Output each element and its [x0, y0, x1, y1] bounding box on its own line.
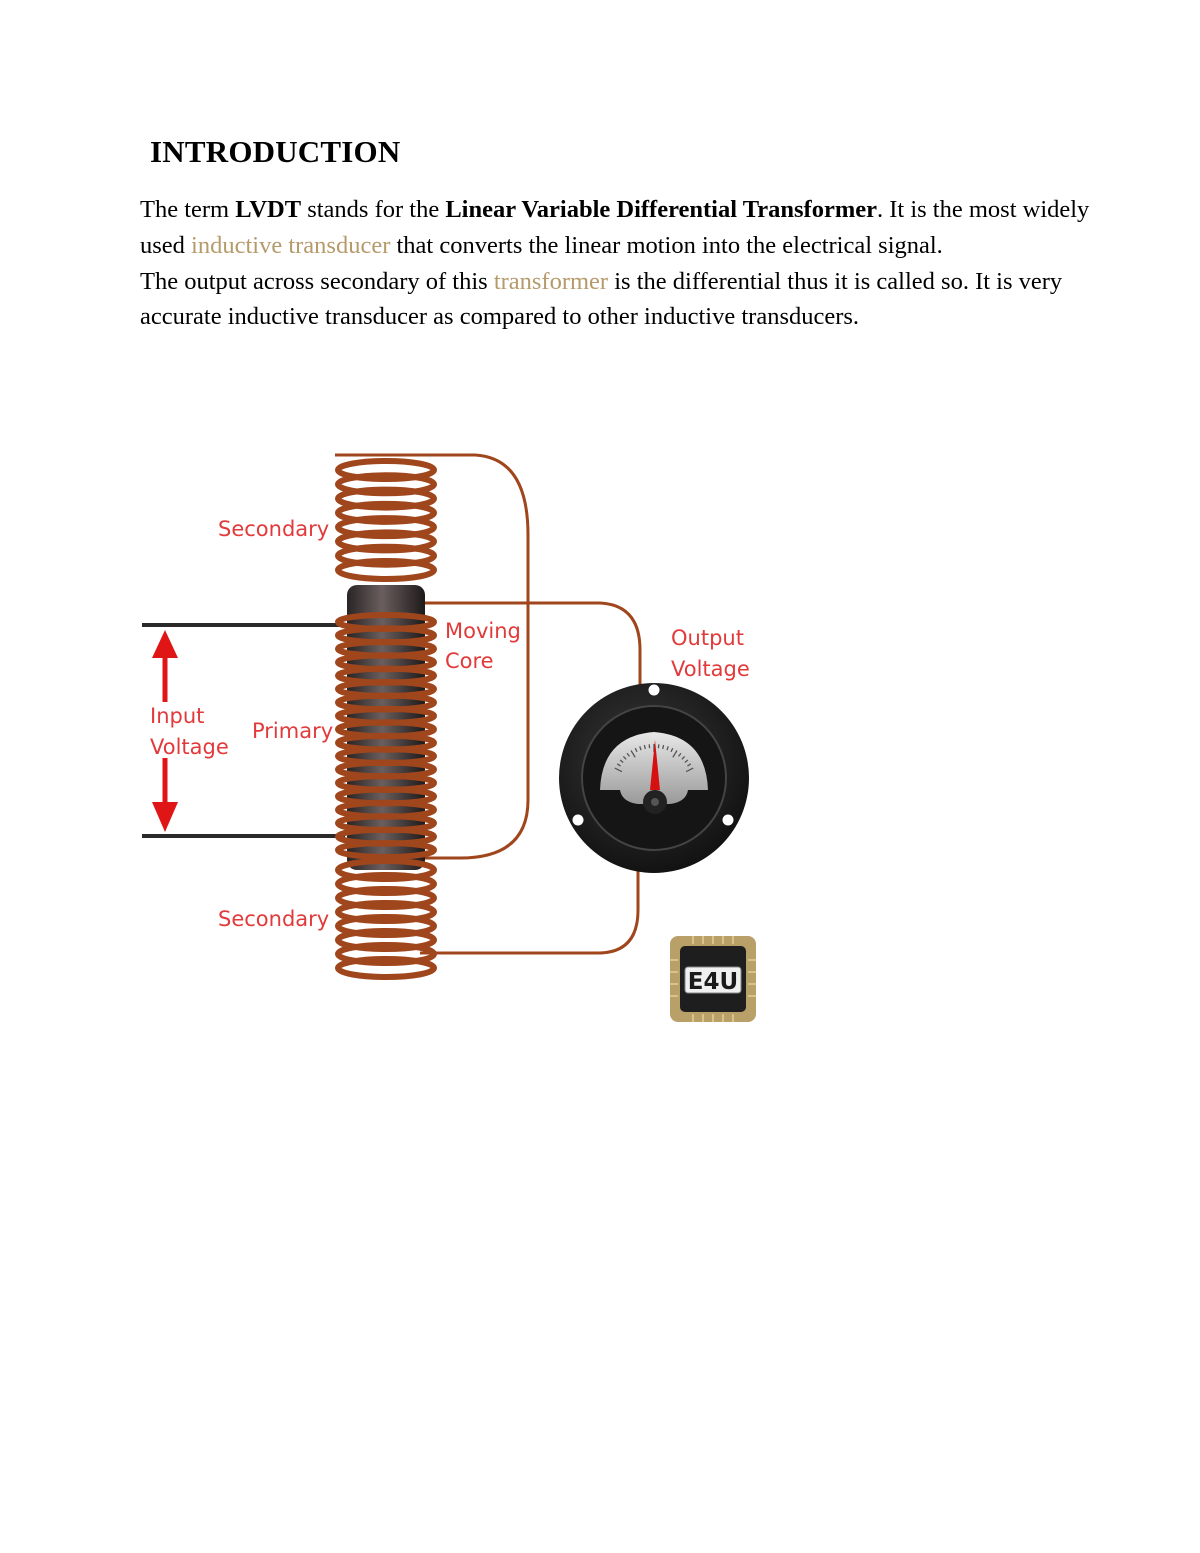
meter-tick — [666, 746, 669, 751]
coil-turn — [335, 858, 437, 882]
introduction-text: The term LVDT stands for the Linear Vari… — [140, 192, 1100, 335]
label-secondary-bottom: Secondary — [218, 907, 329, 931]
label-core: Core — [445, 649, 494, 673]
meter-tick — [634, 747, 638, 753]
text-run: is the differential thus it is called so… — [140, 267, 1063, 331]
coil-turn — [335, 942, 437, 966]
label-output: Output — [671, 626, 744, 650]
meter-tick — [685, 767, 694, 773]
coil-turn — [335, 543, 437, 568]
label-primary: Primary — [252, 719, 333, 743]
input-lines — [142, 623, 345, 838]
coil-turn — [335, 515, 437, 540]
meter-tick — [616, 763, 621, 767]
label-input: Input — [150, 704, 204, 728]
coil-turn — [335, 886, 437, 910]
meter-tick — [678, 752, 682, 757]
meter-tick — [614, 767, 623, 773]
coil-turn — [335, 529, 437, 554]
meter-tick — [684, 759, 689, 764]
coil-turn — [335, 840, 437, 860]
coil-turn — [335, 914, 437, 938]
meter-tick — [681, 755, 686, 760]
coil-turn — [335, 558, 437, 582]
lvdt-diagram: E4U Secondary Moving Core Output Voltage… — [142, 453, 756, 1022]
text-run: The output across secondary of this — [140, 267, 494, 295]
meter-tick — [622, 755, 627, 760]
paragraph-2: The output across secondary of this tran… — [140, 264, 1100, 336]
output-voltmeter — [559, 683, 749, 873]
coil-turn — [335, 500, 437, 525]
text-run: . It is the most widely used — [140, 196, 1090, 259]
coil-turn — [335, 872, 437, 896]
meter-tick — [670, 747, 674, 753]
input-voltage-arrow — [152, 630, 178, 832]
secondary-bottom-coil — [335, 858, 437, 980]
label-moving: Moving — [445, 619, 521, 643]
link-transformer[interactable]: transformer — [493, 267, 609, 295]
primary-coil — [335, 612, 437, 860]
output-wires — [335, 453, 642, 955]
coil-turn — [335, 928, 437, 952]
paragraph-1: The term LVDT stands for the Linear Vari… — [140, 192, 1100, 264]
label-output-voltage: Voltage — [671, 657, 750, 681]
label-input-voltage: Voltage — [150, 735, 229, 759]
meter-tick — [643, 744, 646, 750]
logo-text: E4U — [688, 969, 738, 995]
bold-term-full-name: Linear Variable Differential Transformer — [445, 196, 877, 223]
coil-turn — [335, 900, 437, 924]
label-secondary-top: Secondary — [218, 517, 329, 541]
text-run: The term — [140, 196, 236, 223]
text-run: that converts the linear motion into the… — [390, 231, 943, 259]
meter-tick — [619, 759, 624, 764]
text-run: stands for the — [301, 196, 446, 223]
meter-tick — [662, 744, 665, 750]
section-heading: INTRODUCTION — [150, 134, 401, 169]
coil-turn — [335, 472, 437, 497]
meter-tick — [630, 750, 636, 758]
coil-turn — [335, 486, 437, 511]
coil-turn — [335, 956, 437, 980]
meter-tick — [687, 763, 692, 767]
e4u-logo: E4U — [670, 936, 756, 1022]
meter-tick — [626, 752, 630, 757]
bold-term-lvdt: LVDT — [235, 196, 302, 223]
link-inductive-transducer[interactable]: inductive transducer — [191, 231, 391, 259]
meter-tick — [639, 746, 642, 751]
coil-turn — [335, 458, 437, 482]
meter-tick — [672, 750, 678, 758]
secondary-top-coil — [335, 458, 437, 582]
